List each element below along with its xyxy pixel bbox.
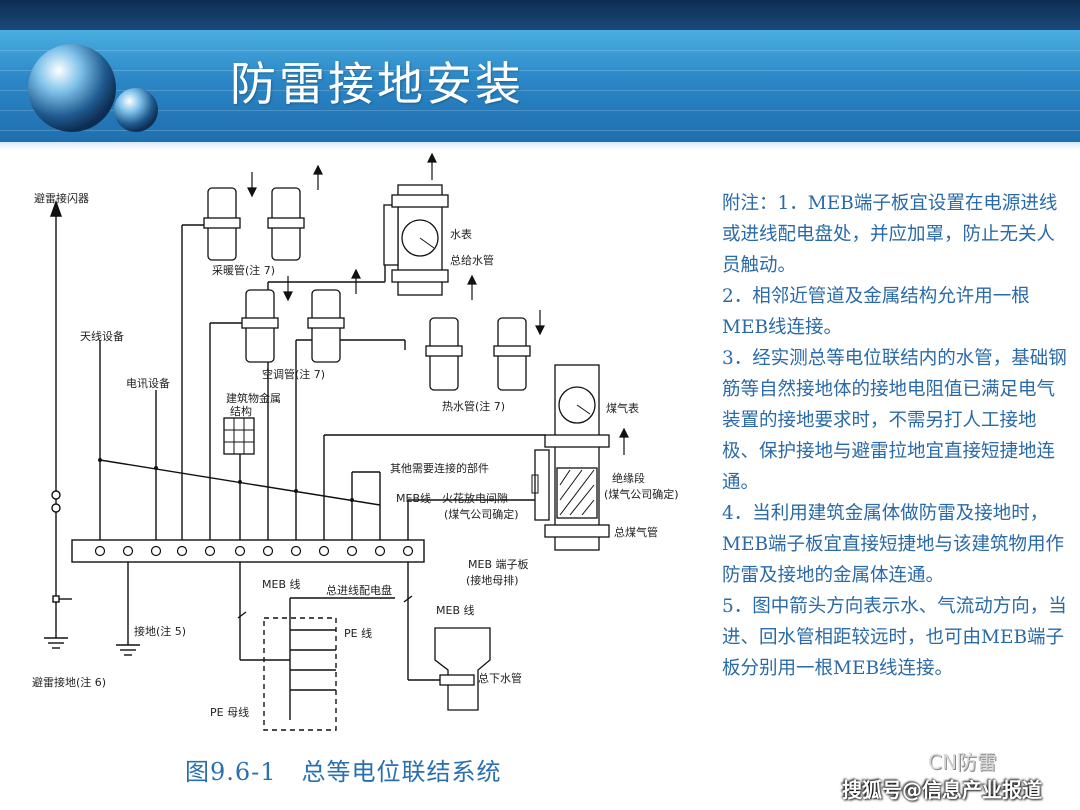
label-main-gas-pipe: 总煤气管 bbox=[614, 525, 658, 539]
label-other-parts: 其他需要连接的部件 bbox=[390, 461, 489, 475]
label-telecom: 电讯设备 bbox=[126, 376, 170, 390]
lightning-arrow-icon bbox=[50, 199, 62, 217]
note-5: 5．图中箭头方向表示水、气流动方向，当进、回水管相距较远时，也可由MEB端子板分… bbox=[722, 596, 1067, 679]
test-joint-circle bbox=[51, 490, 61, 500]
label-meb-line-2: MEB 线 bbox=[262, 577, 300, 591]
note-4: 4．当利用建筑金属体做防雷及接地时，MEB端子板宜直接短捷地与该建筑物用作防雷及… bbox=[722, 503, 1065, 586]
label-building-metal: 建筑物金属 bbox=[226, 391, 281, 405]
label-gas-meter: 煤气表 bbox=[606, 401, 639, 415]
test-joint-circle-2 bbox=[51, 503, 61, 513]
small-sphere bbox=[114, 88, 158, 132]
label-heating-pipe: 采暖管(注 7) bbox=[212, 263, 275, 277]
building-metal-grid bbox=[223, 417, 255, 455]
label-main-drain-pipe: 总下水管 bbox=[478, 671, 522, 685]
note-2: 2．相邻近管道及金属结构允许用一根MEB线连接。 bbox=[722, 286, 1030, 338]
figure-caption: 图9.6-1 总等电位联结系统 bbox=[185, 758, 502, 786]
drain-pipe bbox=[434, 627, 491, 711]
label-main-distribution: 总进线配电盘 bbox=[326, 583, 392, 597]
distribution-panel bbox=[263, 617, 337, 731]
bonding-diagram: 避雷接闪器 天线设备 电讯设备 建筑物金属 结构 采暖管(注 7) 空调管(注 … bbox=[32, 152, 679, 731]
label-water-meter: 水表 bbox=[450, 227, 472, 241]
label-lightning-ground: 避雷接地(注 6) bbox=[32, 675, 106, 689]
label-pe-line: PE 线 bbox=[344, 626, 372, 640]
notes-panel: 附注：1．MEB端子板宜设置在电源进线或进线配电盘处，并应加罩，防止无关人员触动… bbox=[722, 188, 1072, 684]
label-insulation-segment: 绝缘段 bbox=[612, 471, 645, 485]
label-ground-note5: 接地(注 5) bbox=[134, 624, 186, 638]
label-meb-terminal: MEB 端子板 bbox=[468, 557, 528, 571]
note-3: 3．经实测总等电位联结内的水管，基础钢筋等自然接地体的接地电阻值已满足电气装置的… bbox=[722, 348, 1067, 493]
label-ac-pipe: 空调管(注 7) bbox=[262, 367, 325, 381]
label-lightning-rod: 避雷接闪器 bbox=[34, 191, 89, 205]
label-main-water-pipe: 总给水管 bbox=[450, 253, 494, 267]
label-spark-gap-note: (煤气公司确定) bbox=[444, 507, 519, 521]
decorative-spheres bbox=[28, 44, 158, 132]
label-building-metal-2: 结构 bbox=[230, 404, 252, 418]
watermark-cn: CN防雷 bbox=[928, 750, 997, 774]
label-pe-busbar: PE 母线 bbox=[210, 705, 249, 719]
label-meb-terminal-note: (接地母排) bbox=[466, 573, 519, 587]
title-banner bbox=[0, 30, 1080, 142]
note-1: 附注：1．MEB端子板宜设置在电源进线或进线配电盘处，并应加罩，防止无关人员触动… bbox=[722, 193, 1058, 276]
label-meb-line: MEB线 bbox=[396, 491, 431, 505]
label-meb-line-3: MEB 线 bbox=[436, 603, 474, 617]
big-sphere bbox=[28, 44, 116, 132]
label-hot-water-pipe: 热水管(注 7) bbox=[442, 399, 505, 413]
top-dark-bar bbox=[0, 0, 1080, 30]
label-insulation-note: (煤气公司确定) bbox=[604, 487, 679, 501]
label-spark-gap: 火花放电间隙 bbox=[442, 491, 508, 505]
label-antenna: 天线设备 bbox=[80, 329, 124, 343]
meb-terminal-bar bbox=[71, 539, 425, 563]
slide-title: 防雷接地安装 bbox=[230, 57, 524, 111]
watermark-sohu: 搜狐号@信息产业报道 bbox=[842, 778, 1042, 802]
banner-shadow bbox=[0, 142, 1080, 150]
